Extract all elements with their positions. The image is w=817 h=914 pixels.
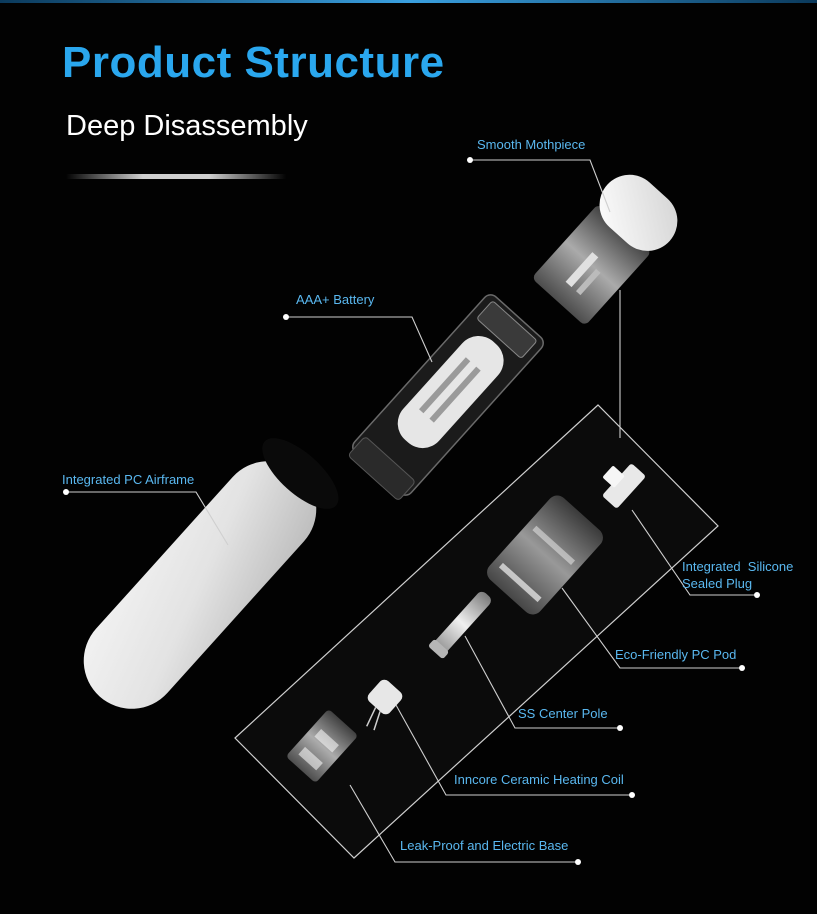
label-battery: AAA+ Battery bbox=[296, 292, 375, 307]
silicone-plug bbox=[603, 464, 645, 508]
page-subtitle: Deep Disassembly bbox=[66, 110, 308, 142]
page-title: Product Structure bbox=[62, 38, 445, 87]
leader-base bbox=[349, 784, 578, 863]
label-pole: SS Center Pole bbox=[518, 706, 608, 721]
battery-module bbox=[348, 294, 544, 500]
top-accent-line bbox=[0, 0, 817, 3]
electric-base bbox=[287, 710, 357, 782]
label-pod: Eco-Friendly PC Pod bbox=[615, 647, 737, 662]
leader-coil bbox=[395, 704, 632, 796]
label-plug-line2: Sealed Plug bbox=[682, 576, 753, 591]
title-divider bbox=[66, 174, 286, 179]
dot-pole bbox=[617, 725, 623, 731]
label-plug-line1: Integrated Silicone bbox=[682, 559, 794, 574]
leader-mouthpiece bbox=[470, 159, 611, 213]
dot-battery bbox=[283, 314, 289, 320]
dot-airframe bbox=[63, 489, 69, 495]
dot-coil bbox=[629, 792, 635, 798]
leader-airframe bbox=[66, 491, 229, 546]
label-mouthpiece: Smooth Mothpiece bbox=[477, 137, 586, 152]
dot-base bbox=[575, 859, 581, 865]
mouthpiece bbox=[533, 174, 678, 324]
label-plug: Integrated Silicone Sealed Plug bbox=[682, 558, 814, 592]
pc-pod bbox=[487, 495, 603, 615]
dot-plug bbox=[754, 592, 760, 598]
center-pole bbox=[429, 591, 491, 659]
ceramic-coil bbox=[366, 679, 403, 731]
leader-plug bbox=[631, 509, 757, 596]
airframe-tube bbox=[83, 438, 339, 709]
dot-mouthpiece bbox=[467, 157, 473, 163]
dot-pod bbox=[739, 665, 745, 671]
label-coil: Inncore Ceramic Heating Coil bbox=[454, 772, 624, 787]
leader-pod bbox=[561, 587, 742, 669]
label-base: Leak-Proof and Electric Base bbox=[400, 838, 569, 853]
label-airframe: Integrated PC Airframe bbox=[62, 472, 195, 487]
leader-battery bbox=[286, 316, 433, 363]
leader-pole bbox=[464, 635, 620, 729]
parts-panel bbox=[234, 404, 719, 859]
